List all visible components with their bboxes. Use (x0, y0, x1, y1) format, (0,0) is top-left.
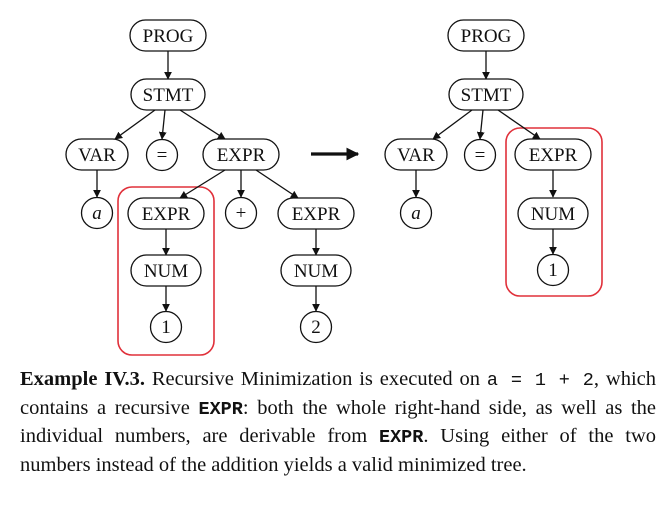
right-node-eq: = (463, 138, 497, 172)
parse-tree-diagram: PROG STMT VAR = EXPR a EXPR + (65, 19, 603, 356)
left-node-stmt: STMT (130, 78, 206, 111)
right-node-one-label: 1 (548, 260, 558, 281)
caption-code-expression: a = 1 + 2 (486, 370, 594, 391)
right-node-var-label: VAR (397, 145, 435, 166)
left-node-two-label: 2 (311, 317, 321, 338)
caption-code-expr-1: EXPR (198, 398, 243, 420)
left-node-num-left: NUM (130, 254, 202, 287)
right-node-stmt-label: STMT (461, 85, 512, 106)
left-node-expr-left: EXPR (127, 197, 205, 230)
caption-label: Example IV.3. (20, 368, 145, 390)
highlight-box-left (117, 186, 215, 356)
right-node-eq-label: = (475, 145, 486, 166)
caption-text-3: : both the whole right-hand side, as wel… (20, 396, 656, 448)
left-node-eq: = (145, 138, 179, 172)
right-node-a-label: a (411, 203, 421, 224)
right-node-expr: EXPR (514, 138, 592, 171)
figure-caption: Example IV.3. Recursive Minimization is … (20, 366, 656, 478)
left-node-plus-label: + (236, 203, 247, 224)
left-node-num-right-label: NUM (294, 261, 338, 282)
left-node-plus: + (224, 196, 258, 230)
left-node-var: VAR (65, 138, 129, 171)
left-node-eq-label: = (157, 145, 168, 166)
caption-code-expr-2: EXPR (378, 427, 424, 448)
left-node-expr-right-label: EXPR (292, 204, 341, 225)
right-node-expr-label: EXPR (529, 145, 578, 166)
right-node-var: VAR (384, 138, 448, 171)
left-node-num-right: NUM (280, 254, 352, 287)
left-node-one-label: 1 (161, 317, 171, 338)
right-node-one: 1 (536, 253, 570, 287)
left-node-expr-left-label: EXPR (142, 204, 191, 225)
highlight-box-right (505, 127, 603, 297)
right-node-num-label: NUM (531, 204, 575, 225)
left-node-a-label: a (92, 203, 102, 224)
left-tree-edges (93, 51, 320, 312)
left-node-a: a (80, 196, 114, 230)
right-tree-nodes: PROG STMT VAR = EXPR a NUM 1 (384, 19, 592, 287)
left-node-num-left-label: NUM (144, 261, 188, 282)
left-node-prog-label: PROG (143, 26, 194, 47)
left-node-var-label: VAR (78, 145, 116, 166)
right-node-num: NUM (517, 197, 589, 230)
left-node-two: 2 (299, 310, 333, 344)
left-node-prog: PROG (129, 19, 207, 52)
right-tree-edges (412, 51, 557, 255)
caption-text-1: Recursive Minimization is executed on (144, 368, 487, 390)
right-node-a: a (399, 196, 433, 230)
left-node-stmt-label: STMT (143, 85, 194, 106)
right-node-prog: PROG (447, 19, 525, 52)
left-node-expr: EXPR (202, 138, 280, 171)
right-node-stmt: STMT (448, 78, 524, 111)
left-node-expr-right: EXPR (277, 197, 355, 230)
right-node-prog-label: PROG (461, 26, 512, 47)
left-tree-nodes: PROG STMT VAR = EXPR a EXPR + (65, 19, 355, 344)
left-node-expr-label: EXPR (217, 145, 266, 166)
left-node-one: 1 (149, 310, 183, 344)
caption-text-4: . Using either of the two numbers instea… (20, 425, 656, 476)
caption-text-2: , which contains a recursive (20, 368, 656, 419)
